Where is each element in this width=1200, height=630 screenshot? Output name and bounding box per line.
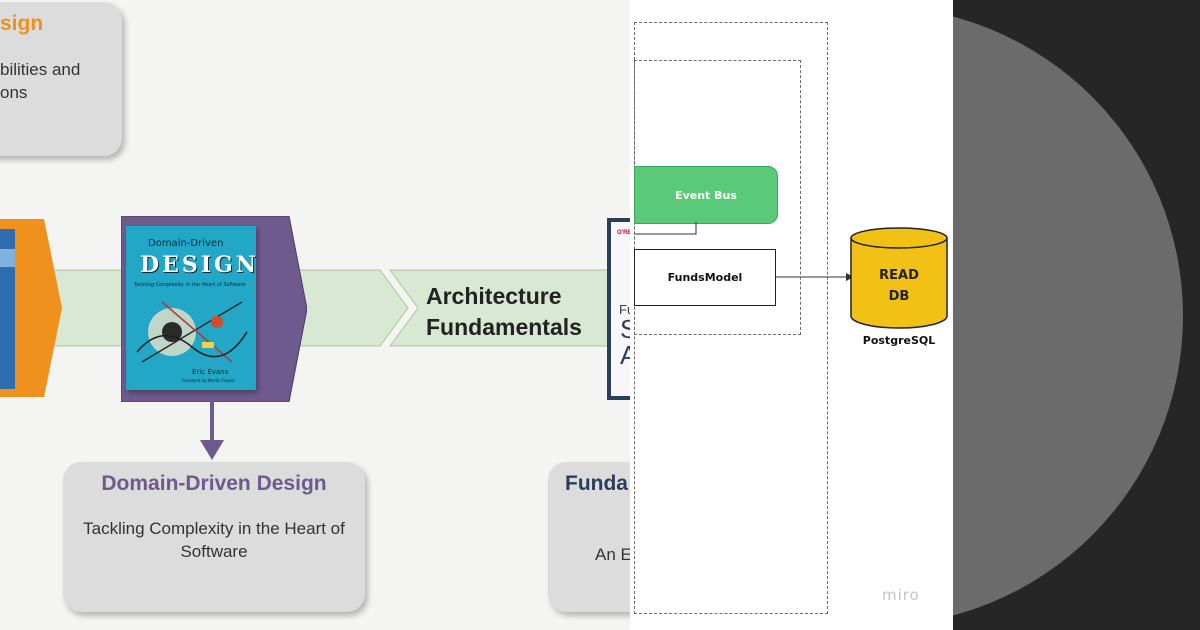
green-arrow-band-2 <box>389 269 616 347</box>
ddd-book-author: Eric Evans <box>192 368 229 376</box>
ddd-card: Domain-Driven Design Tackling Complexity… <box>63 462 365 612</box>
event-bus-node[interactable]: Event Bus <box>634 166 778 224</box>
read-db-label-line2: DB <box>888 288 910 304</box>
ddd-book-frame: Domain-Driven DESIGN Tackling Complexity… <box>120 215 308 403</box>
postgresql-caption: PostgreSQL <box>862 333 936 347</box>
funds-to-db-arrow <box>776 273 854 281</box>
fundamentals-book-tag: O'RE <box>617 230 632 236</box>
architecture-fundamentals-label: Architecture Fundamentals <box>426 283 582 340</box>
top-left-card-text: bilities and ons <box>0 60 81 102</box>
miro-watermark: miro <box>882 586 920 604</box>
decorative-circle <box>953 6 1183 626</box>
miro-board: Event Bus FundsModel READ DB PostgreSQL … <box>630 0 954 630</box>
ddd-book-art <box>136 301 248 363</box>
eventbus-connector <box>634 222 697 235</box>
read-db-cylinder[interactable] <box>849 226 949 330</box>
ddd-book-design: DESIGN <box>140 252 256 278</box>
ddd-card-title: Domain-Driven Design <box>101 472 327 495</box>
ddd-card-text: Tackling Complexity in the Heart of Soft… <box>83 519 345 561</box>
ddd-book-subtitle: Tackling Complexity in the Heart of Soft… <box>134 282 246 288</box>
ddd-book-top-title: Domain-Driven <box>148 238 224 249</box>
ddd-book-foreword: Foreword by Martin Fowler <box>182 378 236 383</box>
ddd-down-arrow <box>200 400 224 460</box>
orange-book-frame <box>0 219 62 397</box>
fundamentals-card-title: Funda <box>565 472 628 495</box>
read-db-label-line1: READ <box>879 267 919 283</box>
top-left-card-title: sign <box>0 12 44 35</box>
fundamentals-card-text: An E <box>595 545 632 564</box>
dark-background-panel <box>953 0 1200 630</box>
orange-book-shape <box>0 219 62 397</box>
ddd-book-cover: Domain-Driven DESIGN Tackling Complexity… <box>126 226 256 390</box>
top-left-card: sign bilities and ons <box>0 2 122 156</box>
funds-model-node[interactable]: FundsModel <box>634 249 776 306</box>
